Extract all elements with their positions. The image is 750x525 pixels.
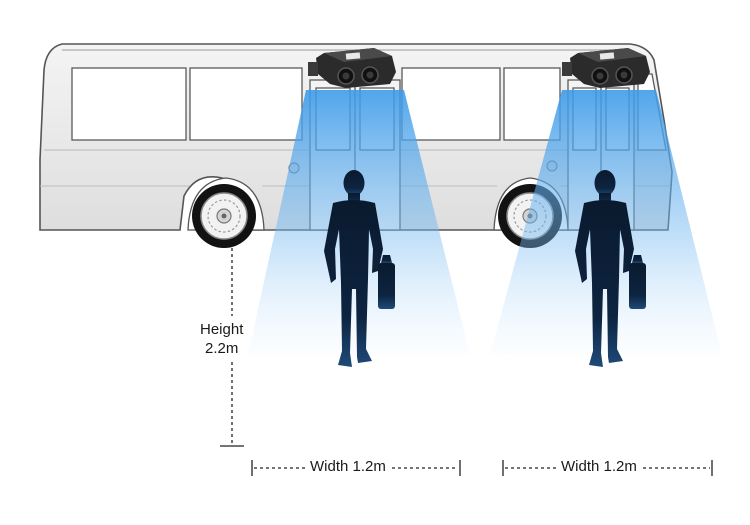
bus-windows	[71, 67, 667, 151]
height-value: 2.2m	[205, 340, 239, 357]
height-label: Height 2.2m	[200, 320, 243, 358]
height-title: Height	[200, 321, 244, 338]
height-dimension-line	[220, 248, 244, 447]
width-label-left: Width 1.2m	[306, 458, 390, 475]
width-label-right: Width 1.2m	[557, 458, 641, 475]
bus-wheel-icon	[191, 183, 257, 249]
